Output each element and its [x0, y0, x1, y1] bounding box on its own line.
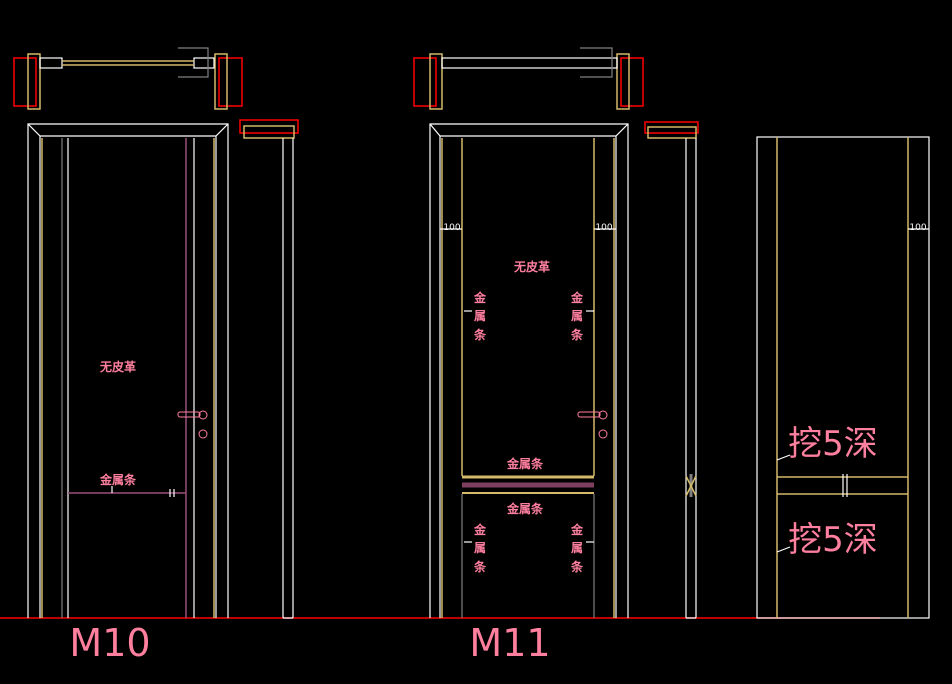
- m10-title: M10: [69, 621, 150, 665]
- groove-note-upper: 挖5深: [788, 424, 878, 464]
- svg-text:属: 属: [571, 541, 583, 555]
- svg-text:金: 金: [570, 290, 584, 305]
- wall-panel-elevation: [756, 136, 930, 619]
- m10-metal-strip-note: 金属条: [99, 472, 137, 487]
- m11-title: M11: [469, 621, 550, 665]
- lock-icon: [598, 429, 608, 439]
- m10-plan-view: [13, 47, 243, 110]
- svg-text:属: 属: [474, 309, 486, 323]
- svg-text:条: 条: [473, 559, 487, 574]
- m11-dim-right: 100: [595, 223, 612, 233]
- svg-text:属: 属: [571, 309, 583, 323]
- panel-dim: 100: [909, 223, 926, 233]
- lock-icon: [198, 429, 208, 439]
- m11-metal-strip-upper: 金属条: [506, 456, 544, 471]
- svg-text:条: 条: [570, 559, 584, 574]
- m10-side-section: [239, 119, 299, 619]
- m11-side-section: [644, 121, 699, 619]
- m10-door-elevation: [27, 123, 229, 618]
- m11-door-elevation: [429, 123, 629, 618]
- groove-note-lower: 挖5深: [788, 520, 878, 560]
- m11-vertical-labels: 金 属 条 金 属 条 金 属 条 金 属 条: [473, 290, 584, 574]
- svg-text:条: 条: [570, 327, 584, 342]
- m11-dim-left: 100: [443, 223, 460, 233]
- svg-text:金: 金: [570, 522, 584, 537]
- door-handle-icon: [177, 411, 201, 418]
- svg-text:金: 金: [473, 290, 487, 305]
- svg-text:属: 属: [474, 541, 486, 555]
- svg-text:条: 条: [473, 327, 487, 342]
- m11-leather-note: 无皮革: [513, 259, 550, 274]
- m11-metal-strip-lower: 金属条: [506, 501, 544, 516]
- m11-plan-view: [413, 47, 644, 110]
- m10-leather-note: 无皮革: [99, 359, 136, 374]
- svg-text:金: 金: [473, 522, 487, 537]
- door-handle-icon: [577, 411, 601, 418]
